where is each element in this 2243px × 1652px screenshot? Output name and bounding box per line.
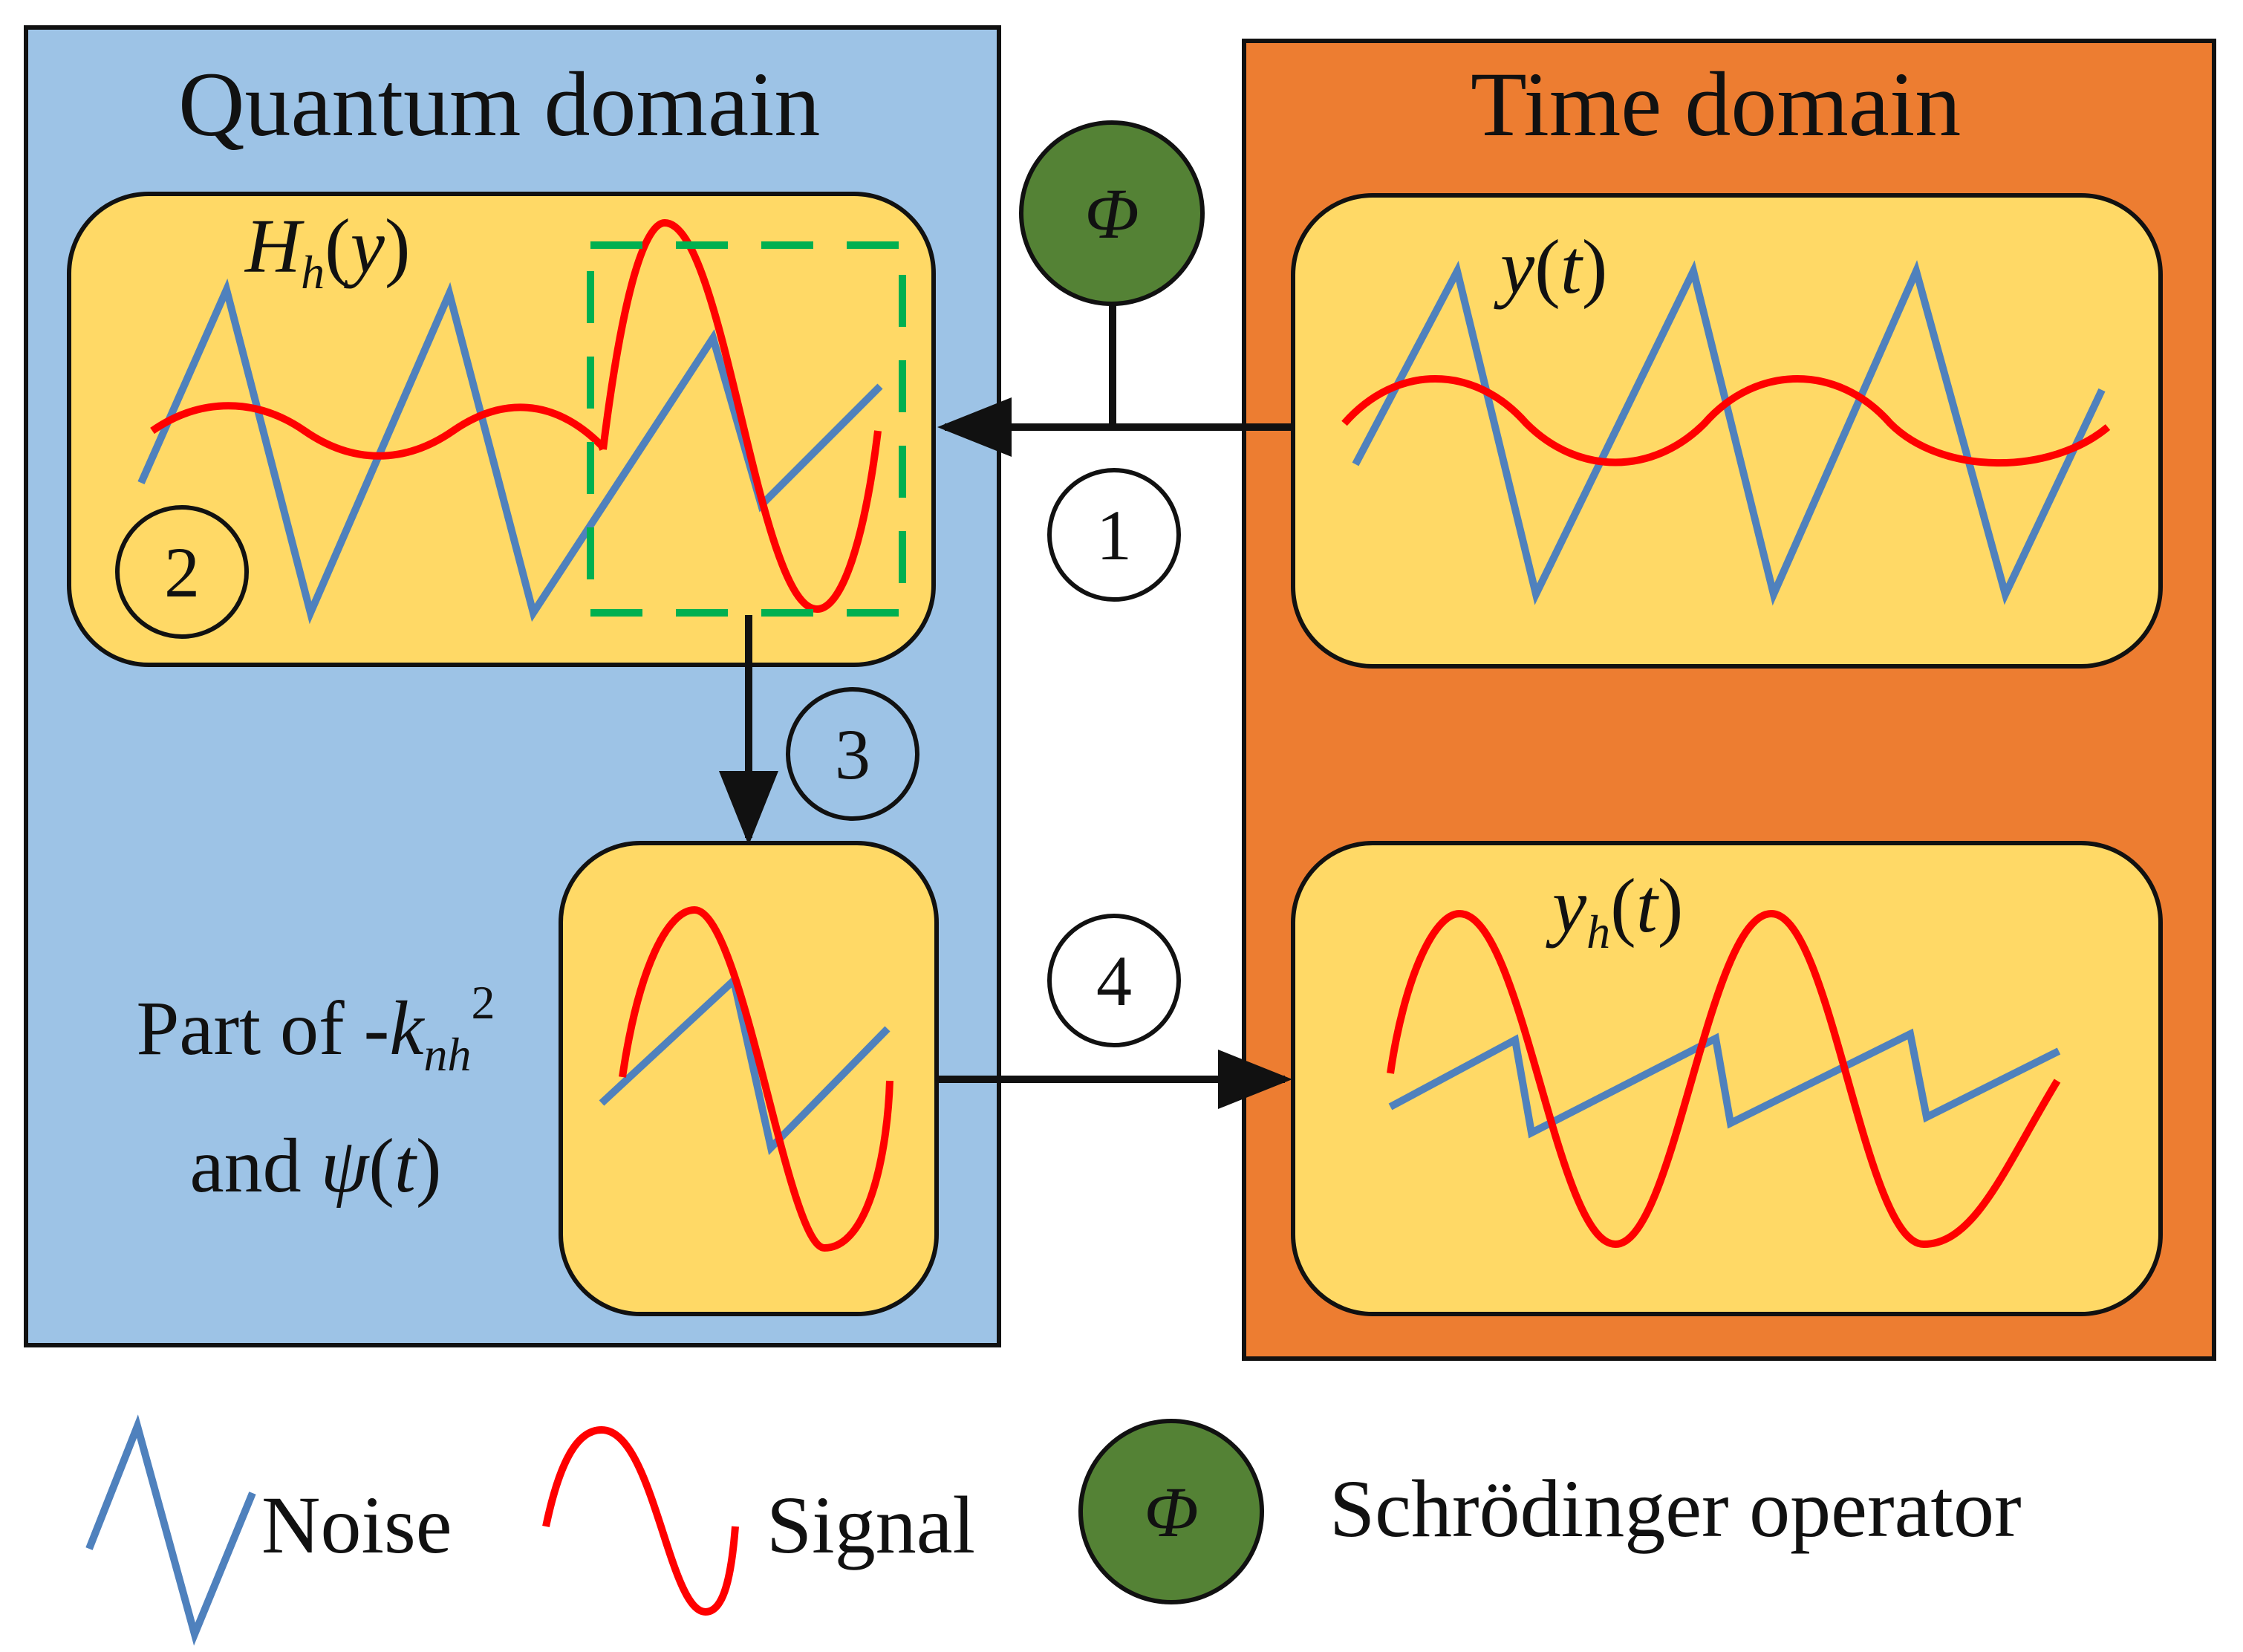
y-t-label: y(t): [1500, 224, 1608, 310]
hh-y-label: Hh(y): [245, 204, 411, 299]
time-domain-title: Time domain: [1471, 53, 1962, 155]
hh-y-small-signal-waveform: [150, 402, 607, 460]
step-3-badge: 3: [786, 687, 919, 821]
step-4-badge: 4: [1047, 914, 1181, 1047]
part-noise-waveform: [599, 973, 891, 1156]
y-t-box: [1291, 193, 2163, 669]
legend-signal-label: Signal: [766, 1480, 976, 1570]
yh-t-noise-waveform: [1388, 1028, 2061, 1139]
schrodinger-operator-icon: Φ: [1019, 120, 1205, 306]
part-box: [559, 841, 939, 1316]
y-t-noise-waveform: [1352, 260, 2106, 606]
hh-y-noise-waveform: [137, 278, 883, 625]
legend-noise-icon: [85, 1414, 256, 1646]
yh-t-signal-waveform: [1387, 909, 2061, 1249]
y-t-signal-waveform: [1341, 375, 2111, 467]
yh-t-label: yh(t): [1552, 863, 1684, 958]
legend-noise-label: Noise: [261, 1480, 452, 1570]
hh-y-large-signal-waveform: [599, 218, 882, 614]
part-of-label: Part of -knh2 and ψ(t): [136, 976, 495, 1209]
step-1-badge: 1: [1047, 468, 1181, 602]
part-signal-waveform: [619, 905, 893, 1252]
legend-signal-icon: [542, 1425, 739, 1616]
step-2-badge: 2: [115, 505, 249, 639]
legend-operator-icon: Φ: [1078, 1419, 1264, 1604]
quantum-domain-title: Quantum domain: [178, 53, 821, 155]
legend-operator-label: Schrödinger operator: [1329, 1463, 2022, 1554]
